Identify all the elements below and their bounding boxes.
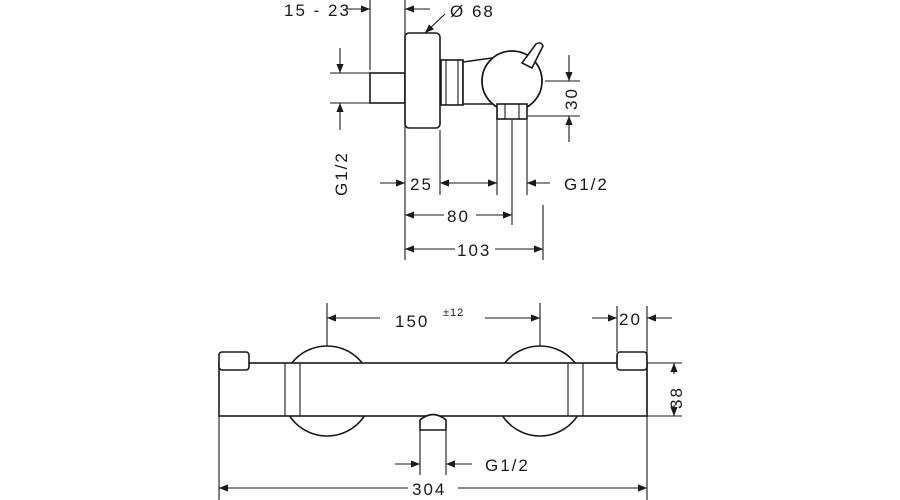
dim-depth-25: 25	[410, 175, 433, 194]
side-view: 15 - 23 Ø 68 30 G1/2 25 G1/2 80 103	[284, 0, 609, 260]
dim-cap-diameter: Ø 68	[450, 2, 495, 21]
handle-left	[218, 351, 250, 371]
dim-end-20: 20	[619, 310, 642, 329]
dim-thread-right: G1/2	[564, 175, 609, 194]
dim-centre-distance: 150	[395, 312, 429, 331]
outlet-nut	[496, 103, 528, 120]
handle-right	[616, 351, 648, 371]
handle-lever	[520, 42, 544, 70]
dim-depth-103: 103	[457, 241, 491, 260]
dim-centre-tolerance: ±12	[443, 307, 464, 319]
wall-connector	[369, 72, 406, 104]
dim-height-38: 38	[667, 386, 686, 409]
end-cap	[404, 32, 441, 129]
dim-wall-offset: 15 - 23	[284, 1, 351, 20]
bottom-outlet	[419, 413, 447, 431]
dim-thread-bottom: G1/2	[485, 456, 530, 475]
dim-overall-length: 304	[412, 480, 446, 499]
front-view: 150 ±12 20 38 G1/2 304	[218, 303, 686, 500]
dim-depth-80: 80	[447, 207, 470, 226]
dim-height-30: 30	[562, 87, 581, 110]
dim-thread-left: G1/2	[332, 151, 351, 196]
hex-nut	[440, 59, 464, 106]
